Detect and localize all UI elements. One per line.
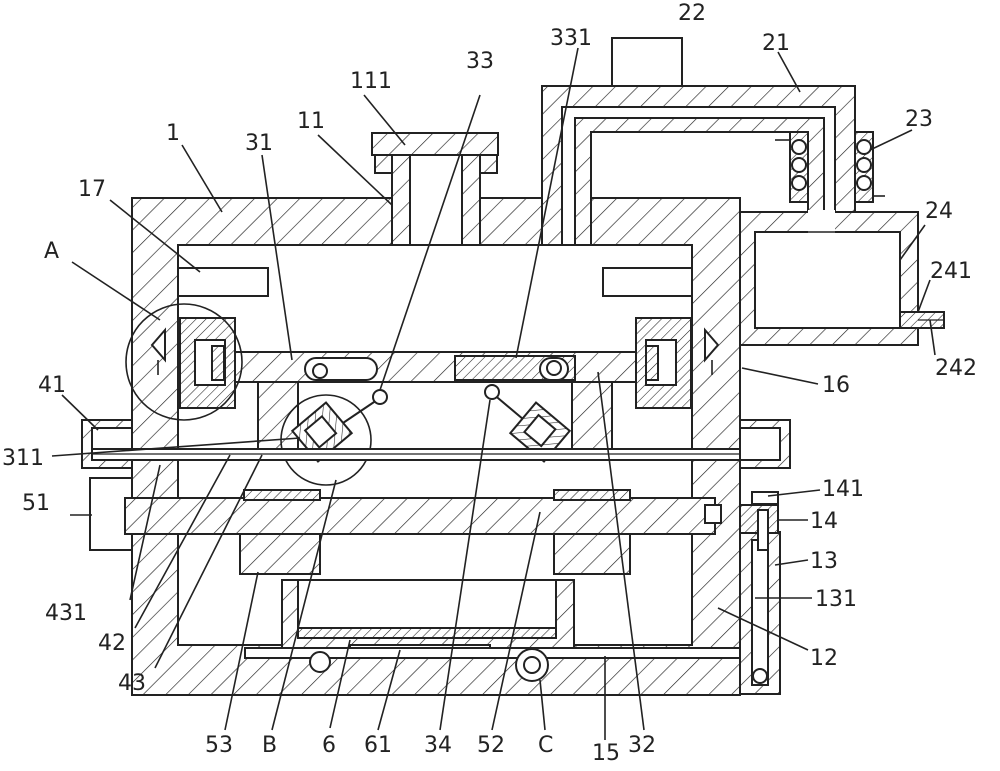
striker-right (508, 401, 572, 463)
circulation-duct (541, 37, 856, 246)
collection-box (739, 210, 945, 346)
label-17: 17 (78, 177, 106, 202)
label-431: 431 (45, 601, 87, 626)
screw-shaft (124, 489, 716, 575)
striker-left (290, 401, 354, 463)
label-111: 111 (350, 69, 392, 94)
label-6: 6 (322, 733, 336, 758)
part-labels: 1 17 A 41 311 51 431 42 43 53 B 6 61 34 … (2, 1, 977, 766)
guide-slot-left (177, 267, 269, 297)
label-51: 51 (22, 491, 50, 516)
label-141: 141 (822, 477, 864, 502)
feed-nozzle (371, 132, 499, 246)
guide-slot-right (602, 267, 693, 297)
label-53: 53 (205, 733, 233, 758)
label-31: 31 (245, 131, 273, 156)
label-24: 24 (925, 199, 953, 224)
label-52: 52 (477, 733, 505, 758)
side-drawer (704, 491, 781, 695)
label-33: 33 (466, 49, 494, 74)
label-241: 241 (930, 259, 972, 284)
label-21: 21 (762, 31, 790, 56)
label-16: 16 (822, 373, 850, 398)
label-41: 41 (38, 373, 66, 398)
side-port-right-bore (739, 427, 781, 461)
label-13: 13 (810, 549, 838, 574)
wheel-left (309, 651, 331, 673)
detail-circle-a (125, 303, 243, 421)
label-242: 242 (935, 356, 977, 381)
label-11: 11 (297, 109, 325, 134)
bearing-left (150, 317, 236, 409)
support-right (571, 381, 613, 453)
label-14: 14 (810, 509, 838, 534)
label-311: 311 (2, 446, 44, 471)
label-43: 43 (118, 671, 146, 696)
swing-beam (231, 351, 643, 383)
label-34: 34 (424, 733, 452, 758)
bearing-right (635, 317, 720, 409)
label-22: 22 (678, 1, 706, 26)
label-331: 331 (550, 26, 592, 51)
label-c: C (538, 733, 553, 758)
label-1: 1 (166, 121, 180, 146)
label-42: 42 (98, 631, 126, 656)
label-23: 23 (905, 107, 933, 132)
label-131: 131 (815, 587, 857, 612)
label-b: B (262, 733, 277, 758)
label-32: 32 (628, 733, 656, 758)
label-12: 12 (810, 646, 838, 671)
link-rods (339, 384, 531, 426)
collection-tray (281, 579, 575, 654)
support-left (257, 381, 299, 453)
label-61: 61 (364, 733, 392, 758)
label-15: 15 (592, 741, 620, 766)
filter-rollers (775, 131, 885, 203)
label-a: A (44, 239, 59, 264)
leader-lines (51, 47, 936, 740)
